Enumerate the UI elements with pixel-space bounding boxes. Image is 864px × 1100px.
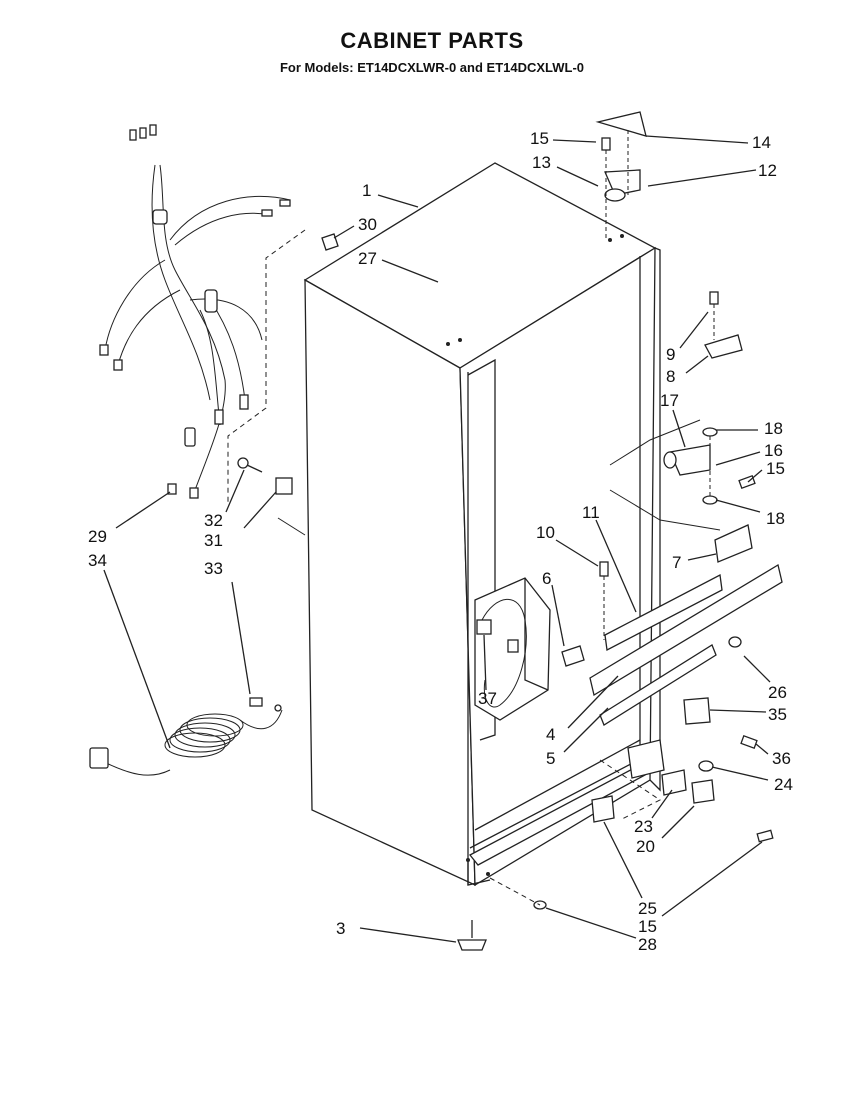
callout-32: 32 [204, 511, 223, 530]
callout-24: 24 [774, 775, 793, 794]
callout-25: 25 [638, 899, 657, 918]
callout-28: 28 [638, 935, 657, 954]
wire-harness [99, 124, 306, 505]
right-side-hardware [609, 291, 756, 563]
callout-7: 7 [672, 553, 681, 572]
callout-15-bottom: 15 [638, 917, 657, 936]
leader-lines [103, 135, 771, 943]
callout-17: 17 [660, 391, 679, 410]
top-hinge-assembly [595, 111, 647, 240]
callout-13: 13 [532, 153, 551, 172]
power-cord [89, 697, 283, 776]
callout-18-bottom: 18 [766, 509, 785, 528]
callout-36: 36 [772, 749, 791, 768]
callout-29: 29 [88, 527, 107, 546]
callout-8: 8 [666, 367, 675, 386]
control-recess [474, 577, 551, 721]
callout-33: 33 [204, 559, 223, 578]
callout-9: 9 [666, 345, 675, 364]
callout-20: 20 [636, 837, 655, 856]
callout-35: 35 [768, 705, 787, 724]
callout-16: 16 [764, 441, 783, 460]
callout-18-top: 18 [764, 419, 783, 438]
callout-27: 27 [358, 249, 377, 268]
callout-4: 4 [546, 725, 555, 744]
callout-5: 5 [546, 749, 555, 768]
callout-31: 31 [204, 531, 223, 550]
callout-10: 10 [536, 523, 555, 542]
cabinet-body [303, 162, 661, 887]
callout-12: 12 [758, 161, 777, 180]
callout-34: 34 [88, 551, 107, 570]
model-subtitle: For Models: ET14DCXLWR-0 and ET14DCXLWL-… [279, 60, 585, 75]
callout-37: 37 [478, 689, 497, 708]
callout-labels: 1 3 4 5 6 7 8 9 10 11 12 13 14 15 15 15 … [88, 129, 793, 954]
callout-3: 3 [336, 919, 345, 938]
callout-6: 6 [542, 569, 551, 588]
callout-15-right: 15 [766, 459, 785, 478]
page-title: CABINET PARTS [340, 28, 524, 53]
callout-11: 11 [582, 503, 600, 522]
callout-14: 14 [752, 133, 771, 152]
center-channels [561, 561, 783, 726]
callout-1: 1 [362, 181, 371, 200]
leveling-leg [457, 877, 547, 951]
callout-15-top: 15 [530, 129, 549, 148]
callout-30: 30 [358, 215, 377, 234]
callout-26: 26 [768, 683, 787, 702]
lower-right-hardware [591, 697, 774, 843]
callout-23: 23 [634, 817, 653, 836]
